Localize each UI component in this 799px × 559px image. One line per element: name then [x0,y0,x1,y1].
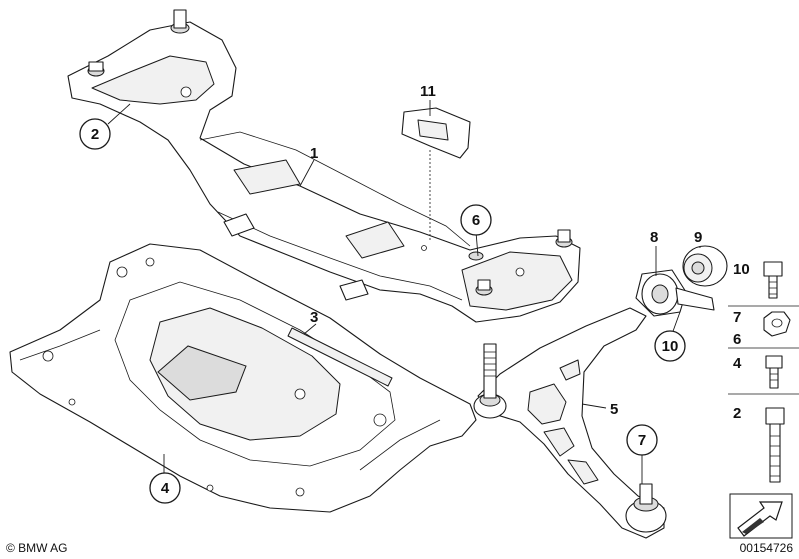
callout-10-label: 10 [662,338,679,355]
callout-3: 3 [310,309,318,326]
fastener-legend: 10 7 6 4 2 [728,261,799,539]
callout-9-label: 9 [694,229,702,246]
callout-8-label: 8 [650,229,658,246]
callout-2-label: 2 [91,126,99,143]
callout-6-label: 6 [472,212,480,229]
clip-part-11[interactable] [401,107,471,240]
diagram-code: 00154726 [739,541,793,555]
legend-item-4[interactable]: 4 [733,355,783,389]
orientation-arrow-icon [729,493,793,539]
legend-item-10[interactable]: 10 [733,261,783,299]
rubber-mount-part-8[interactable] [635,269,715,317]
wishbone-part-5[interactable] [473,307,667,539]
callout-4: 4 [149,472,181,504]
legend-label-4: 4 [733,355,742,372]
callout-1-label: 1 [310,145,318,162]
legend-item-7-6[interactable]: 7 6 [733,309,791,348]
callout-3-label: 3 [310,309,318,326]
front-axle-carrier-part-1[interactable] [67,9,581,323]
legend-label-7: 7 [733,309,741,326]
callout-5-label: 5 [610,401,618,418]
bracket-strip-part-3[interactable] [287,327,393,387]
callout-9: 9 [694,229,702,246]
reinforcement-plate-part-4[interactable] [9,243,477,513]
callout-11-label: 11 [420,83,436,100]
bushing-part-9[interactable] [682,245,728,287]
callout-6: 6 [460,204,492,236]
callout-1: 1 [310,145,318,162]
callout-5: 5 [610,401,618,418]
copyright-text: © BMW AG [6,541,68,555]
legend-label-10: 10 [733,261,750,278]
callout-10: 10 [654,330,686,362]
callout-7: 7 [626,424,658,456]
callout-11: 11 [420,83,436,100]
legend-label-6: 6 [733,331,741,348]
callout-4-label: 4 [161,480,170,497]
leader-lines [107,100,701,484]
legend-label-2: 2 [733,405,741,422]
callout-8: 8 [650,229,658,246]
legend-item-2[interactable]: 2 [733,405,785,483]
callout-7-label: 7 [638,432,646,449]
callout-2: 2 [79,118,111,150]
